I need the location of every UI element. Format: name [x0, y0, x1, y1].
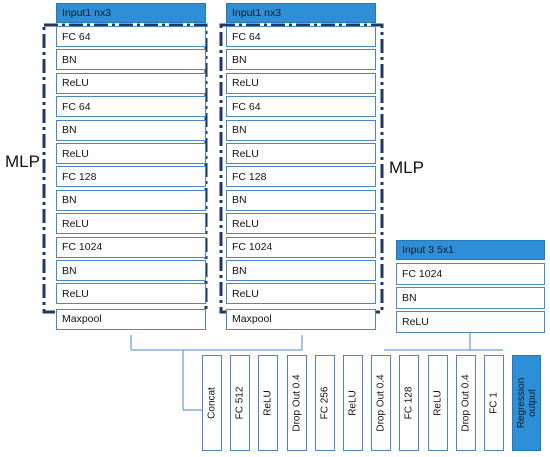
- branch1-layer-fc-1024: FC 1024: [56, 236, 206, 258]
- branch2-layer-fc-64: FC 64: [226, 96, 376, 118]
- head-layer-label: FC 1: [488, 392, 500, 414]
- branch3-layer-bn: BN: [396, 287, 545, 309]
- head-layer-label: FC 512: [234, 386, 246, 420]
- branch2-layer-relu: ReLU: [226, 283, 376, 305]
- mlp-label-right: MLP: [389, 158, 424, 177]
- head-layer-fc-1: FC 1: [484, 355, 504, 451]
- branch1-layer-bn: BN: [56, 119, 206, 141]
- branch2-layer-relu: ReLU: [226, 143, 376, 164]
- branch2-layer-fc-1024: FC 1024: [226, 236, 376, 258]
- head-layer-label: Drop Out 0.4: [375, 374, 387, 432]
- branch2-layer-fc-128: FC 128: [226, 166, 376, 188]
- head-layer-label: ReLU: [347, 390, 359, 416]
- branch1-layer-bn: BN: [56, 189, 206, 211]
- branch2-layer-bn: BN: [226, 189, 376, 211]
- head-layer-label: FC 256: [319, 386, 331, 420]
- head-layer-drop-out-0-4: Drop Out 0.4: [455, 355, 476, 451]
- head-layer-drop-out-0-4: Drop Out 0.4: [371, 355, 392, 451]
- branch2-layer-fc-64: FC 64: [226, 26, 376, 47]
- head-layer-fc-256: FC 256: [314, 355, 335, 451]
- head-layer-label: ReLU: [262, 390, 274, 416]
- branch2-layer-bn: BN: [226, 119, 376, 141]
- branch3-input-header: Input 3 5x1: [396, 240, 545, 260]
- head-layer-relu: ReLU: [258, 355, 279, 451]
- branch3-layer-relu: ReLU: [396, 311, 545, 333]
- branch1-maxpool: Maxpool: [56, 308, 206, 330]
- branch1-layer-bn: BN: [56, 49, 206, 71]
- branch1-layer-fc-128: FC 128: [56, 166, 206, 188]
- head-layer-drop-out-0-4: Drop Out 0.4: [286, 355, 307, 451]
- head-layer-relu: ReLU: [343, 355, 363, 451]
- head-layer-label: Concat: [206, 387, 218, 419]
- branch3-layer-fc-1024: FC 1024: [396, 263, 545, 285]
- head-layer-fc-128: FC 128: [399, 355, 420, 451]
- branch1-layer-relu: ReLU: [56, 283, 206, 305]
- head-layer-label: FC 128: [403, 386, 415, 420]
- head-layer-relu: ReLU: [427, 355, 448, 451]
- head-layer-label: Drop Out 0.4: [291, 374, 303, 432]
- head-layer-fc-512: FC 512: [230, 355, 251, 451]
- branch2-layer-bn: BN: [226, 260, 376, 281]
- head-layer-concat: Concat: [202, 355, 222, 451]
- branch2-layer-relu: ReLU: [226, 72, 376, 94]
- branch1-layer-fc-64: FC 64: [56, 26, 206, 47]
- branch1-input-header: Input1 nx3: [56, 3, 206, 23]
- branch1-layer-fc-64: FC 64: [56, 96, 206, 118]
- head-layer-label: ReLU: [432, 390, 444, 416]
- branch1-layer-relu: ReLU: [56, 213, 206, 235]
- branch1-layer-bn: BN: [56, 260, 206, 281]
- branch1-layer-relu: ReLU: [56, 143, 206, 164]
- branch2-maxpool: Maxpool: [226, 308, 376, 330]
- merge-wires: [130, 333, 503, 411]
- branch1-layer-relu: ReLU: [56, 72, 206, 94]
- head-layer-label: Drop Out 0.4: [460, 374, 472, 432]
- mlp-label-left: MLP: [5, 152, 40, 171]
- branch2-layer-bn: BN: [226, 49, 376, 71]
- branch2-input-header: Input1 nx3: [226, 3, 376, 23]
- branch2-layer-relu: ReLU: [226, 213, 376, 235]
